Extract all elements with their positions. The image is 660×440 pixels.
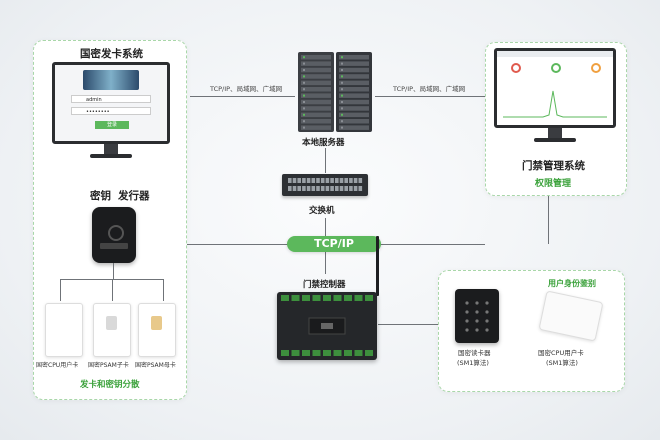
switch-label: 交换机 bbox=[309, 206, 335, 216]
sim-chip-icon bbox=[106, 316, 117, 330]
identity-auth-title: 用户身份鉴别 bbox=[548, 279, 596, 288]
door-controller-board bbox=[277, 292, 377, 360]
card-label-psam-sub: 国密PSAM子卡 bbox=[88, 362, 129, 369]
local-server-rack bbox=[295, 50, 375, 134]
network-label-left: TCP/IP、局域网、广域网 bbox=[210, 85, 283, 93]
link-left-server bbox=[190, 96, 295, 97]
card-label-psam-master: 国密PSAM母卡 bbox=[135, 362, 176, 369]
link-switch-tcp bbox=[325, 218, 326, 236]
link-tcp-right bbox=[380, 244, 485, 245]
link-server-right bbox=[375, 96, 485, 97]
login-banner bbox=[83, 70, 139, 90]
zkteco-logo-icon bbox=[100, 243, 128, 249]
username-value: admin bbox=[86, 97, 102, 103]
card-reader-label-2: (SM1算法) bbox=[457, 359, 489, 367]
antenna-icon bbox=[376, 236, 379, 296]
key-issuer-label-2: 发行器 bbox=[118, 190, 150, 202]
card-reader-device bbox=[455, 289, 499, 343]
stat-ring-orange bbox=[591, 63, 601, 73]
card-label-cpu-user: 国密CPU用户卡 bbox=[36, 362, 79, 369]
password-field[interactable]: •••••••• bbox=[71, 107, 151, 115]
password-value: •••••••• bbox=[86, 109, 110, 115]
stat-ring-red bbox=[511, 63, 521, 73]
management-monitor bbox=[494, 48, 616, 146]
tcpip-label: TCP/IP bbox=[314, 237, 354, 250]
stat-ring-green bbox=[551, 63, 561, 73]
card-issuing-footer: 发卡和密钥分散 bbox=[80, 380, 140, 390]
card-reader-label-1: 国密读卡器 bbox=[458, 349, 491, 357]
psam-master-card bbox=[138, 303, 176, 357]
network-label-right: TCP/IP、局域网、广域网 bbox=[393, 85, 466, 93]
identity-card-label-1: 国密CPU用户卡 bbox=[538, 349, 584, 357]
link-server-switch bbox=[325, 148, 326, 173]
link-controller-identity bbox=[378, 324, 438, 325]
key-issuer-label-1: 密钥 bbox=[90, 190, 111, 202]
link-tcp-controller bbox=[325, 252, 326, 274]
key-issuer-device bbox=[92, 207, 136, 263]
cpu-user-card bbox=[45, 303, 83, 357]
network-switch bbox=[282, 174, 368, 196]
card-issuing-title: 国密发卡系统 bbox=[80, 48, 143, 60]
issuing-monitor: admin •••••••• 登录 bbox=[52, 62, 170, 162]
permission-management-label: 权限管理 bbox=[535, 179, 572, 189]
local-server-label: 本地服务器 bbox=[302, 138, 345, 148]
identity-card-label-2: (SM1算法) bbox=[546, 359, 578, 367]
link-right-vertical bbox=[548, 196, 549, 244]
activity-chart bbox=[503, 90, 607, 118]
link-left-tcp bbox=[185, 244, 290, 245]
psam-sub-card bbox=[93, 303, 131, 357]
sim-chip-icon bbox=[151, 316, 162, 330]
tcpip-bar: TCP/IP bbox=[287, 236, 381, 252]
username-field[interactable]: admin bbox=[71, 95, 151, 103]
login-button[interactable]: 登录 bbox=[95, 121, 129, 129]
access-management-title: 门禁管理系统 bbox=[522, 160, 585, 172]
door-controller-label: 门禁控制器 bbox=[303, 280, 346, 290]
